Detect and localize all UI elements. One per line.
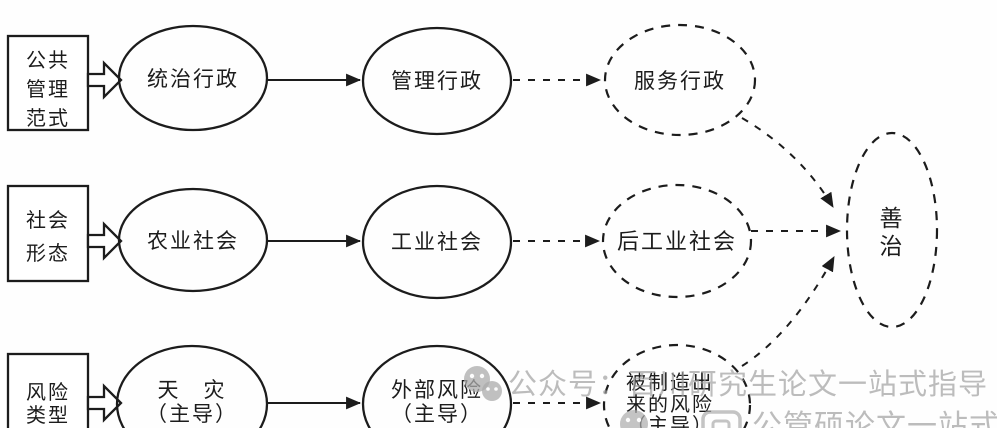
stage-label: （主导）: [391, 402, 483, 426]
block-arrow-risk: [86, 383, 123, 423]
category-label-line: 类型: [26, 404, 70, 427]
ellipse-good-governance: [845, 131, 939, 329]
rounded-square-logo-icon: [701, 410, 742, 428]
wechat-icon: [464, 366, 502, 401]
paradigm-category-box: [6, 34, 90, 132]
risk-category-box: [6, 352, 90, 428]
dashed-arrow-service-to-governance: [741, 117, 834, 208]
stage-label: 统治行政: [147, 67, 239, 91]
watermark-main-text: 公众号：百川研究生论文一站式指导: [508, 368, 988, 401]
category-label-line: 管理: [26, 78, 70, 101]
watermark-bottom-text: 公管硕论文一站式指导: [752, 410, 997, 428]
category-label-line: 公共: [26, 49, 70, 72]
stage-label: 农业社会: [147, 229, 239, 253]
category-label-line: 风险: [26, 381, 70, 404]
ellipse-service-admin: [603, 23, 757, 137]
ellipse-external-risk: [361, 344, 513, 428]
ellipse-rule-admin: [117, 24, 269, 132]
stage-label: （主导）: [146, 402, 238, 426]
category-label-line: 范式: [26, 107, 70, 130]
wechat-icon-bottom: [620, 410, 648, 428]
goal-label-line: 善: [880, 206, 905, 231]
stage-label: 天 灾: [158, 378, 227, 402]
ellipse-industrial-society: [361, 184, 513, 300]
ellipse-manufactured-risk: [602, 343, 752, 428]
stage-label: 来的风险: [626, 393, 714, 416]
category-label-line: 形态: [26, 242, 70, 265]
dashed-arrow-manufactured-to-governance: [741, 256, 835, 367]
watermark: 公众号：百川研究生论文一站式指导 公管硕论文一站式指导: [464, 366, 997, 428]
stage-label: 管理行政: [391, 69, 483, 93]
stage-label: 后工业社会: [617, 229, 737, 254]
goal-label-line: 治: [880, 234, 905, 259]
stage-label: 服务行政: [634, 69, 726, 93]
society-category-box: [6, 184, 90, 283]
category-label-line: 社会: [26, 209, 70, 232]
block-arrow-paradigm: [86, 60, 123, 100]
block-arrow-society: [86, 221, 123, 261]
stage-label: 工业社会: [391, 230, 483, 254]
stage-label: 被制造出: [626, 371, 714, 394]
ellipse-post-industrial-society: [601, 183, 753, 299]
ellipse-management-admin: [361, 26, 513, 136]
